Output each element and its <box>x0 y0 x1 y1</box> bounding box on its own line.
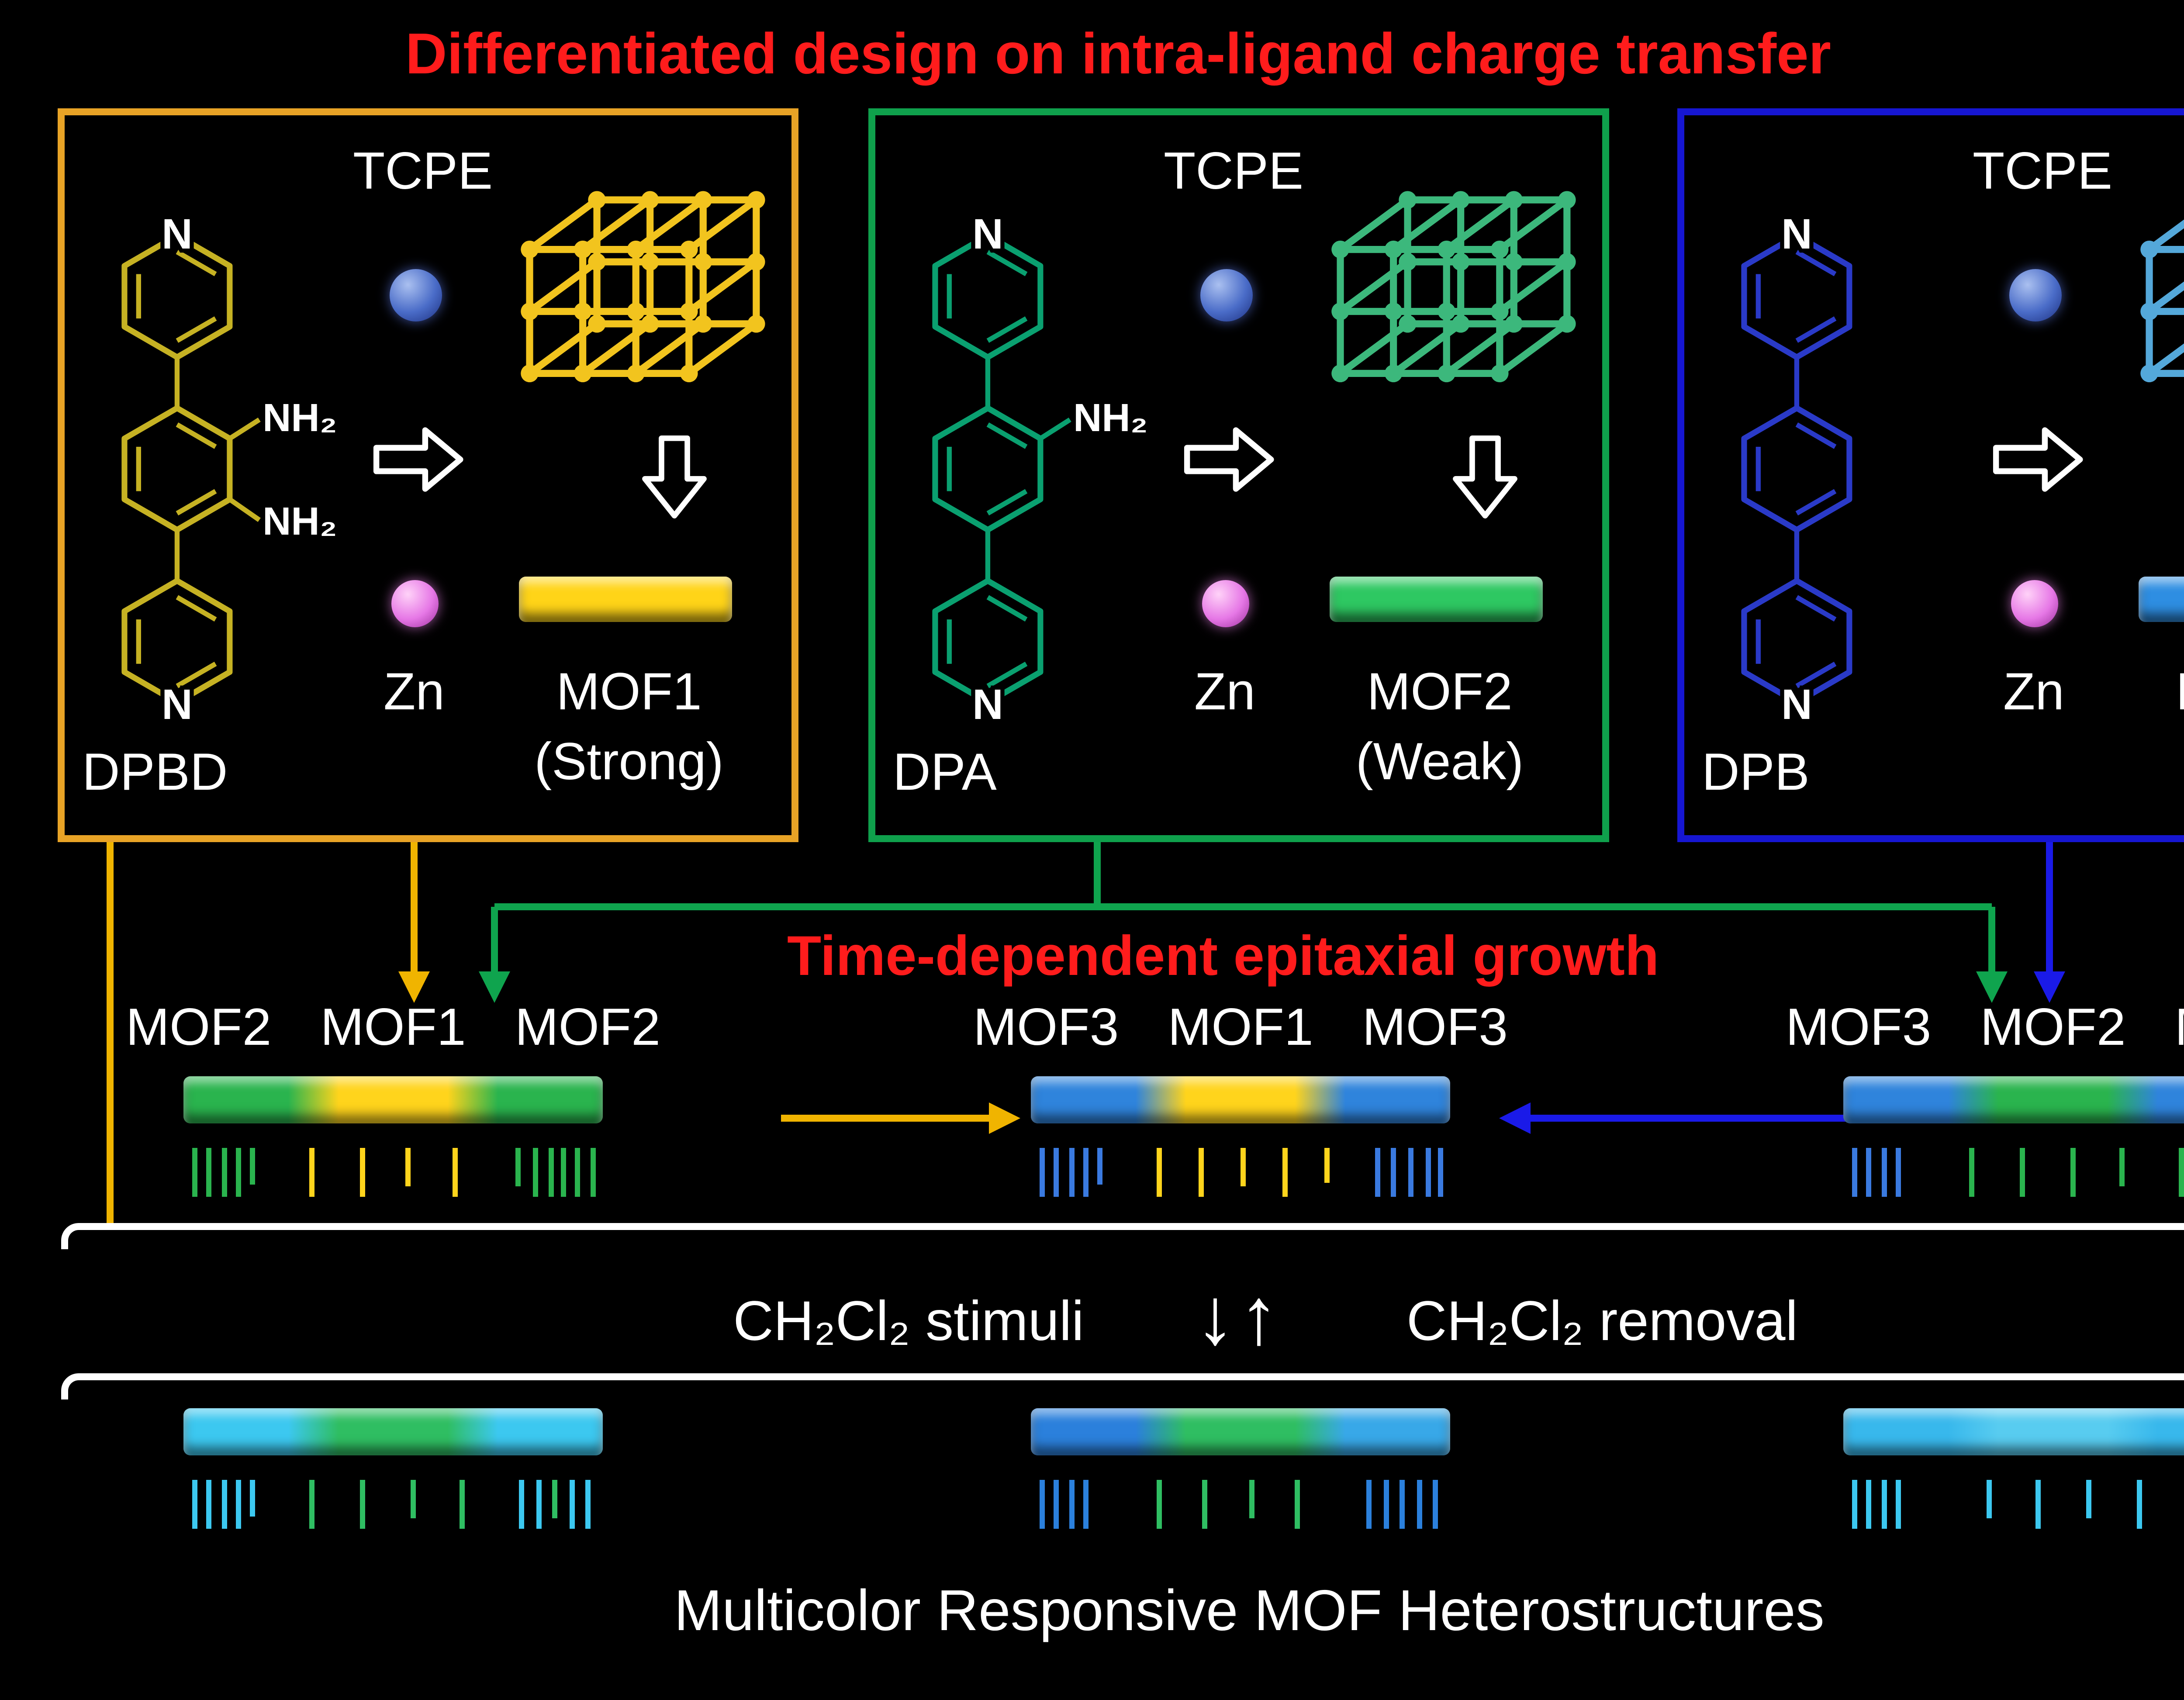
mof2-cage-icon <box>1323 164 1588 391</box>
segment-label: MOF3 <box>1786 999 1932 1057</box>
responsive-heterostructure-3 <box>1782 1408 2184 1529</box>
reversible-arrows: ↓↑ <box>1195 1268 1282 1363</box>
pyridine-n-label: N <box>972 680 1003 728</box>
figure-title: Differentiated design on intra-ligand ch… <box>405 21 1831 86</box>
responsive-heterostructure-2 <box>970 1408 1511 1529</box>
heterostructure-bar <box>183 1076 603 1123</box>
removal-label: CH₂Cl₂ removal <box>1406 1289 1798 1352</box>
responsive-heterostructure-1 <box>122 1408 664 1529</box>
growth-section-title: Time-dependent epitaxial growth <box>787 924 1659 987</box>
heterostructure-bar <box>1843 1408 2184 1455</box>
emission-spectrum <box>1031 1148 1450 1197</box>
upper-bracket <box>61 1223 2184 1249</box>
zn-sphere-icon <box>1202 580 1249 627</box>
pyridine-n-label: N <box>972 210 1003 258</box>
amine-label: NH₂ <box>1073 396 1148 440</box>
heterostructure-mof2-mof1-mof2: MOF2 MOF1 MOF2 <box>122 999 664 1197</box>
mof3-cage-icon <box>2132 164 2184 391</box>
emission-spectrum <box>183 1148 603 1197</box>
panel-mof1: N N NH₂ NH₂ TCPE Zn MOF1 (Strong) DPBD <box>58 108 798 842</box>
mof3-label: MOF3 <box>2135 664 2184 723</box>
tcpe-label: TCPE <box>1972 143 2112 201</box>
heterostructure-mof3-mof2-mof3: MOF3 MOF2 MOF3 <box>1782 999 2184 1197</box>
emission-spectrum <box>183 1480 603 1529</box>
ligand-name-dpb: DPB <box>1702 744 1810 802</box>
lower-bracket <box>61 1373 2184 1399</box>
heterostructure-bar <box>1031 1408 1450 1455</box>
emission-spectrum <box>1031 1480 1450 1529</box>
tcpe-sphere-icon <box>2009 269 2062 321</box>
pyridine-n-label: N <box>1781 680 1812 728</box>
arrow-up-icon: ↑ <box>1239 1270 1282 1361</box>
mof3-strength-label: (No) <box>2118 734 2184 793</box>
heterostructure-bar <box>1031 1076 1450 1123</box>
heterostructure-labels: MOF3 MOF2 MOF3 <box>1782 999 2184 1062</box>
segment-label: MOF2 <box>1980 999 2126 1057</box>
arrow-right-icon <box>1183 426 1277 493</box>
tcpe-sphere-icon <box>1200 269 1253 321</box>
ligand-name-dpa: DPA <box>893 744 997 802</box>
pyridine-n-label: N <box>162 680 193 728</box>
heterostructure-bar <box>1843 1076 2184 1123</box>
arrow-right-icon <box>372 426 467 493</box>
pyridine-n-label: N <box>162 210 193 258</box>
stimuli-label: CH₂Cl₂ stimuli <box>733 1289 1084 1352</box>
figure-caption: Multicolor Responsive MOF Heterostructur… <box>674 1578 1825 1642</box>
zn-sphere-icon <box>391 580 439 627</box>
heterostructure-labels: MOF2 MOF1 MOF2 <box>122 999 664 1062</box>
segment-label: MOF2 <box>126 999 272 1057</box>
zn-label: Zn <box>2003 664 2064 722</box>
ligand-name-dpbd: DPBD <box>82 744 228 802</box>
arrow-right-icon <box>1992 426 2086 493</box>
zn-label: Zn <box>383 664 445 722</box>
dpb-molecule-structure: N N <box>1741 206 1852 732</box>
segment-label: MOF3 <box>2175 999 2184 1062</box>
amine-label: NH₂ <box>263 396 337 440</box>
panel-mof2: N N NH₂ TCPE Zn MOF2 (Weak) DPA <box>868 108 1609 842</box>
arrow-down-icon: ↓ <box>1195 1270 1239 1361</box>
arrow-down-icon <box>641 433 708 521</box>
mof1-cage-icon <box>512 164 778 391</box>
segment-label: MOF1 <box>1168 999 1313 1057</box>
mof1-strength-label: (Strong) <box>534 734 724 791</box>
mof1-label: MOF1 <box>556 664 702 722</box>
heterostructure-mof3-mof1-mof3: MOF3 MOF1 MOF3 <box>970 999 1511 1197</box>
emission-spectrum <box>1843 1148 2184 1197</box>
mof2-crystal-bar <box>1330 577 1543 622</box>
heterostructure-bar <box>183 1408 603 1455</box>
tcpe-label: TCPE <box>352 143 493 201</box>
segment-label: MOF3 <box>973 999 1119 1057</box>
amine-label: NH₂ <box>263 499 337 543</box>
pyridine-n-label: N <box>1781 210 1812 258</box>
mof2-strength-label: (Weak) <box>1355 734 1524 791</box>
dpbd-molecule-structure: N N NH₂ NH₂ <box>121 206 341 732</box>
panel-mof3: N N TCPE Zn MOF3 (No) DPB <box>1677 108 2184 842</box>
zn-sphere-icon <box>2011 580 2058 627</box>
heterostructure-labels: MOF3 MOF1 MOF3 <box>970 999 1511 1062</box>
mof1-crystal-bar <box>519 577 732 622</box>
segment-label: MOF3 <box>1362 999 1508 1057</box>
segment-label: MOF1 <box>320 999 466 1057</box>
tcpe-label: TCPE <box>1163 143 1303 201</box>
mof2-label: MOF2 <box>1367 664 1513 722</box>
zn-label: Zn <box>1194 664 1255 722</box>
arrow-down-icon <box>1452 433 1518 521</box>
dpa-molecule-structure: N N NH₂ <box>932 206 1152 732</box>
tcpe-sphere-icon <box>390 269 442 321</box>
mof3-crystal-bar <box>2139 577 2184 622</box>
segment-label: MOF2 <box>515 999 660 1057</box>
emission-spectrum <box>1843 1480 2184 1529</box>
